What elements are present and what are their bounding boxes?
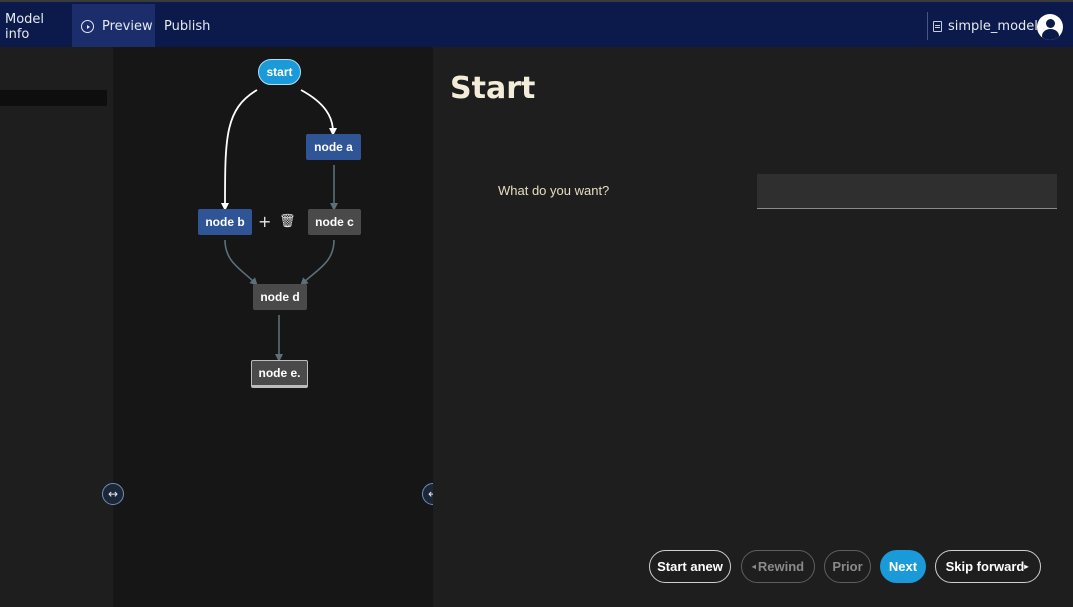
model-name-button[interactable]: simple_model [933,4,1038,49]
avatar-body [1041,29,1059,40]
tab-model-info[interactable]: Model info [0,4,70,49]
tab-preview-label: Preview [102,19,153,34]
model-name-label: simple_model [948,19,1038,34]
edge-start-node-a [300,89,337,136]
skip-forward-icon: ▸ [1024,562,1029,571]
graph-edges [221,89,338,362]
rewind-icon: ◂ [751,562,756,571]
node-start[interactable]: start [258,59,301,85]
prior-label: Prior [832,559,863,574]
horizontal-resize-icon: ↔ [107,487,119,501]
start-anew-label: Start anew [657,559,723,574]
top-navigation-bar: Model info Preview Publish simple_model [0,0,1073,49]
user-avatar-icon[interactable] [1037,14,1063,40]
next-button[interactable]: Next [880,550,926,583]
node-a[interactable]: node a [306,134,361,160]
resize-handle-left[interactable]: ↔ [102,483,124,505]
tab-publish-label: Publish [164,19,211,34]
node-b[interactable]: node b [198,209,252,235]
node-e[interactable]: node e. [251,360,308,388]
edge-node-b-node-d [224,239,258,286]
add-node-icon[interactable]: + [258,212,272,231]
rewind-label: Rewind [757,559,805,574]
left-side-panel [0,47,113,607]
rewind-button[interactable]: ◂ Rewind [741,550,815,583]
tab-preview[interactable]: Preview [72,4,155,49]
skip-forward-button[interactable]: Skip forward ▸ [935,550,1041,583]
node-d[interactable]: node d [253,284,307,310]
page-title: Start [450,71,536,106]
node-c[interactable]: node c [308,209,361,235]
answer-input[interactable] [757,174,1057,209]
main-preview-panel: Start What do you want? Start anew ◂ Rew… [433,47,1073,607]
skip-forward-label: Skip forward [945,559,1025,574]
prior-button[interactable]: Prior [824,550,871,583]
edge-node-c-node-d [300,239,335,286]
next-label: Next [888,559,918,574]
avatar-head [1045,18,1055,28]
topbar-divider [927,12,928,40]
question-label: What do you want? [498,183,610,198]
document-icon [933,21,942,32]
edge-start-node-b [221,89,258,211]
trash-icon[interactable]: 🗑 [279,214,296,229]
left-panel-bar [0,90,107,106]
start-anew-button[interactable]: Start anew [649,550,731,583]
play-circle-icon [81,20,94,33]
graph-panel: start node a node b + 🗑 node c node d no… [113,47,433,607]
tab-publish[interactable]: Publish [155,4,215,49]
tab-model-info-label: Model info [5,11,45,42]
